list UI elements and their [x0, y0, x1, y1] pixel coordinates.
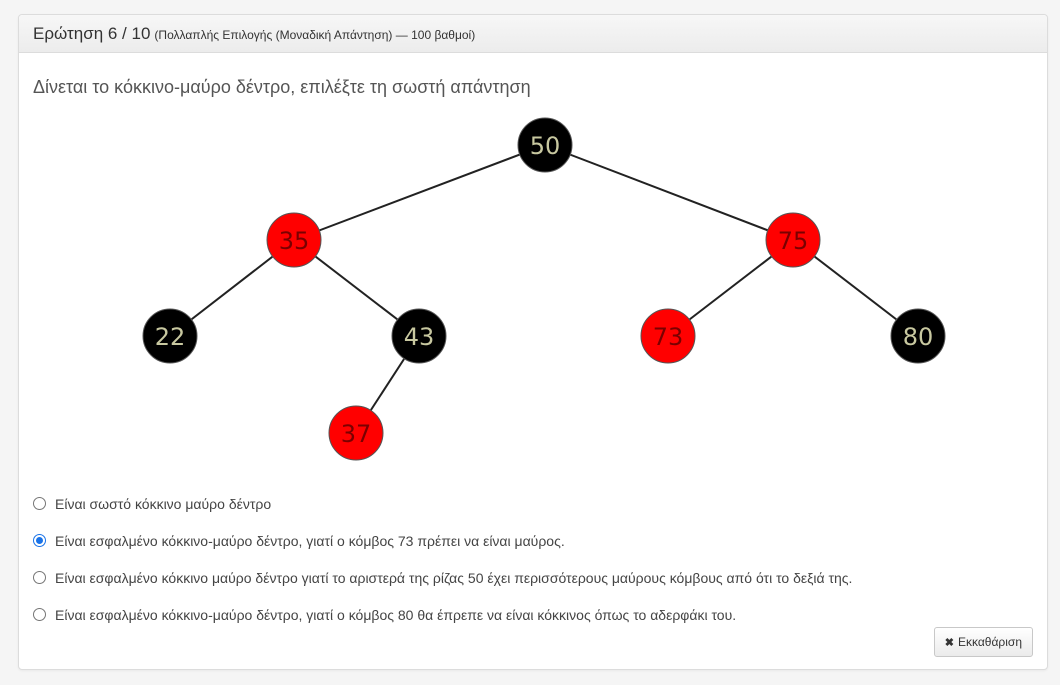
question-number: Ερώτηση 6 / 10 [33, 23, 151, 43]
option-3-label: Είναι εσφαλμένο κόκκινο μαύρο δέντρο για… [55, 569, 853, 586]
tree-node-37-label: 37 [341, 420, 372, 448]
tree-node-50: 50 [517, 117, 573, 173]
question-header: Ερώτηση 6 / 10 (Πολλαπλής Επιλογής (Μονα… [19, 15, 1047, 53]
option-1-radio[interactable] [33, 497, 46, 510]
tree-edges [169, 144, 919, 434]
option-1-label: Είναι σωστό κόκκινο μαύρο δέντρο [55, 495, 272, 512]
answer-options: Είναι σωστό κόκκινο μαύρο δέντρο Είναι ε… [33, 485, 852, 633]
question-type-points: (Πολλαπλής Επιλογής (Μοναδική Απάντηση) … [154, 27, 476, 42]
option-2-label: Είναι εσφαλμένο κόκκινο-μαύρο δέντρο, γι… [55, 532, 565, 549]
tree-node-73-circle [640, 308, 696, 364]
tree-node-22-label: 22 [155, 323, 186, 351]
red-black-tree-diagram: 50 35 75 22 43 73 80 37 [142, 117, 946, 461]
tree-node-37-circle [328, 405, 384, 461]
tree-nodes: 50 35 75 22 43 73 80 37 [142, 117, 946, 461]
question-panel: Ερώτηση 6 / 10 (Πολλαπλής Επιλογής (Μονα… [18, 14, 1048, 670]
x-icon: ✖ [944, 636, 955, 649]
tree-node-73-label: 73 [653, 323, 684, 351]
question-text: Δίνεται το κόκκινο-μαύρο δέντρο, επιλέξτ… [33, 77, 531, 97]
tree-node-73: 73 [640, 308, 696, 364]
option-1[interactable]: Είναι σωστό κόκκινο μαύρο δέντρο [33, 485, 852, 522]
tree-node-80-label: 80 [903, 323, 934, 351]
tree-node-50-circle [517, 117, 573, 173]
tree-node-43-label: 43 [404, 323, 435, 351]
tree-node-50-label: 50 [530, 132, 561, 160]
option-4-label: Είναι εσφαλμένο κόκκινο-μαύρο δέντρο, γι… [55, 606, 737, 623]
option-3[interactable]: Είναι εσφαλμένο κόκκινο μαύρο δέντρο για… [33, 559, 852, 596]
option-3-radio[interactable] [33, 571, 46, 584]
tree-node-22-circle [142, 308, 198, 364]
tree-node-75-circle [765, 212, 821, 268]
tree-node-37: 37 [328, 405, 384, 461]
tree-node-35-label: 35 [279, 227, 310, 255]
tree-node-35-circle [266, 212, 322, 268]
clear-button[interactable]: ✖ Εκκαθάριση [933, 627, 1033, 657]
tree-node-43-circle [391, 308, 447, 364]
tree-node-35: 35 [266, 212, 322, 268]
tree-node-43: 43 [391, 308, 447, 364]
option-2-radio[interactable] [33, 534, 46, 547]
tree-node-80-circle [890, 308, 946, 364]
tree-node-22: 22 [142, 308, 198, 364]
option-4[interactable]: Είναι εσφαλμένο κόκκινο-μαύρο δέντρο, γι… [33, 596, 852, 633]
tree-node-75: 75 [765, 212, 821, 268]
tree-node-80: 80 [890, 308, 946, 364]
tree-edge-50-75 [544, 144, 794, 241]
option-2[interactable]: Είναι εσφαλμένο κόκκινο-μαύρο δέντρο, γι… [33, 522, 852, 559]
clear-button-label: Εκκαθάριση [958, 635, 1022, 649]
tree-node-75-label: 75 [778, 227, 809, 255]
option-4-radio[interactable] [33, 608, 46, 621]
tree-edge-50-35 [293, 144, 546, 241]
